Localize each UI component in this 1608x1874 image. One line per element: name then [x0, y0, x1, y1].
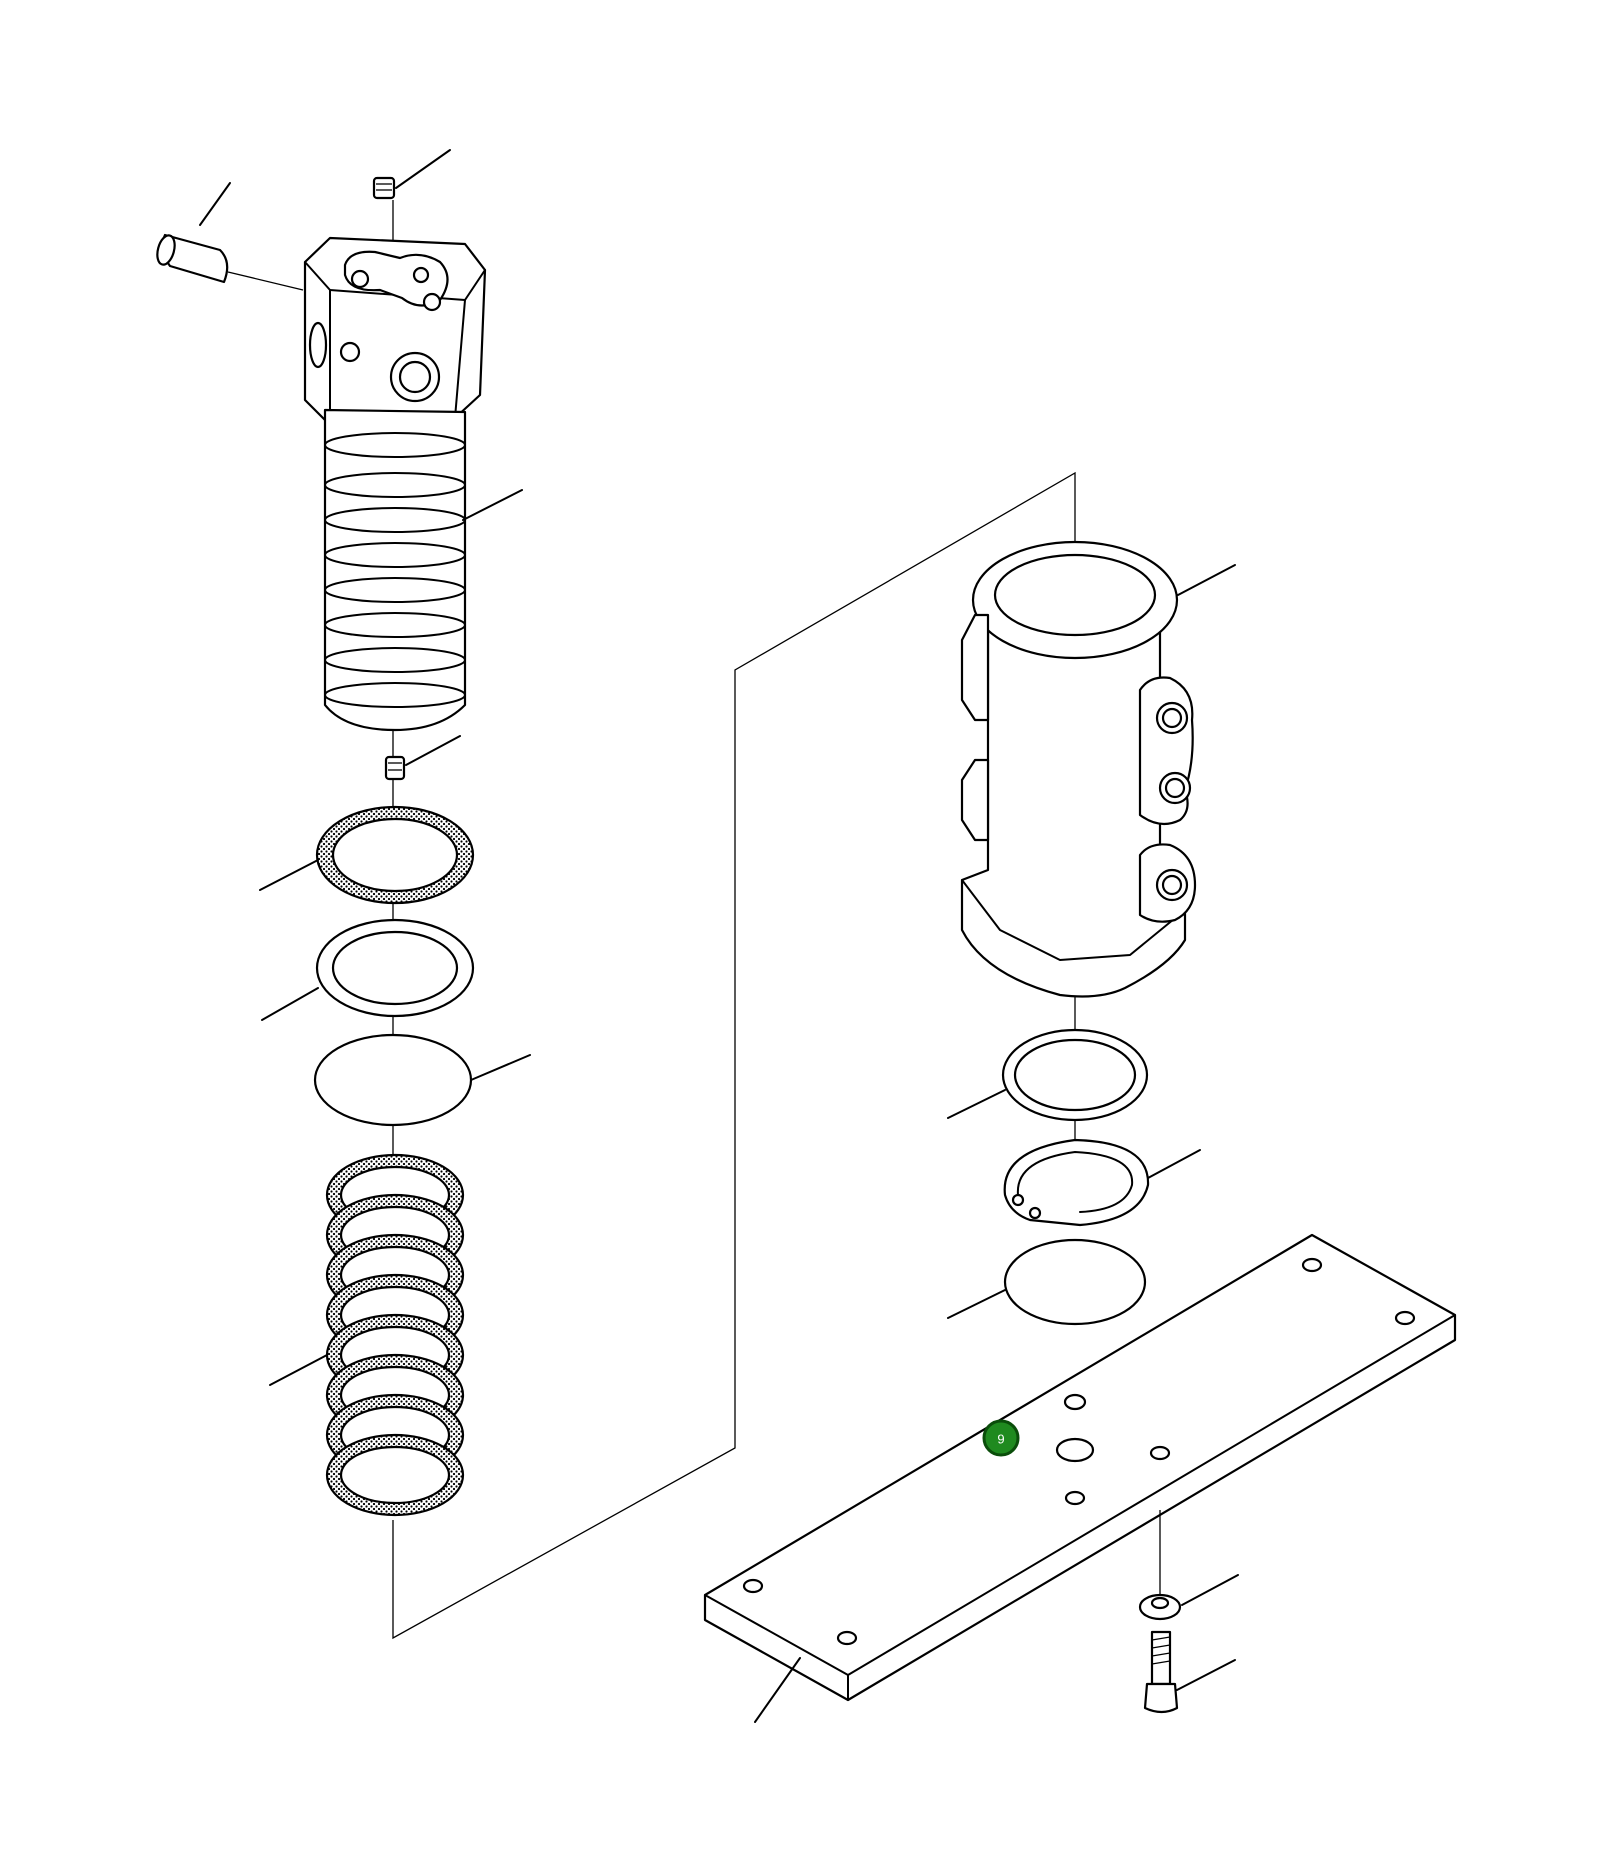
o-ring-right: [947, 1238, 1147, 1326]
lower-plug-screw: [384, 735, 461, 781]
washer: [1138, 1510, 1239, 1621]
leader-line-plate: [754, 1657, 801, 1723]
snap-ring: [1003, 1138, 1201, 1227]
backup-ring: [261, 918, 475, 1021]
valve-head-block: [303, 236, 487, 427]
callout-hotspot-9[interactable]: 9: [982, 1419, 1020, 1457]
leader-line-cylinder: [1177, 564, 1236, 596]
o-ring-left: [313, 1033, 531, 1127]
leader-line-spring: [269, 1354, 328, 1386]
seal-ring-upper: [259, 805, 475, 905]
top-plug-screw: [372, 149, 451, 200]
leader-line-seal: [259, 859, 319, 891]
spool-sleeve: [323, 408, 523, 732]
leader-line-sleeve: [462, 489, 523, 521]
valve-cylinder-body: [960, 540, 1236, 998]
seal-ring-right: [947, 1028, 1149, 1122]
leader-line-pin: [199, 182, 231, 226]
socket-head-bolt: [1143, 1630, 1236, 1714]
coil-spring: [269, 1153, 465, 1517]
dowel-pin: [156, 182, 304, 291]
callout-hotspot-label: 9: [997, 1432, 1004, 1447]
mounting-plate: [703, 1233, 1457, 1723]
